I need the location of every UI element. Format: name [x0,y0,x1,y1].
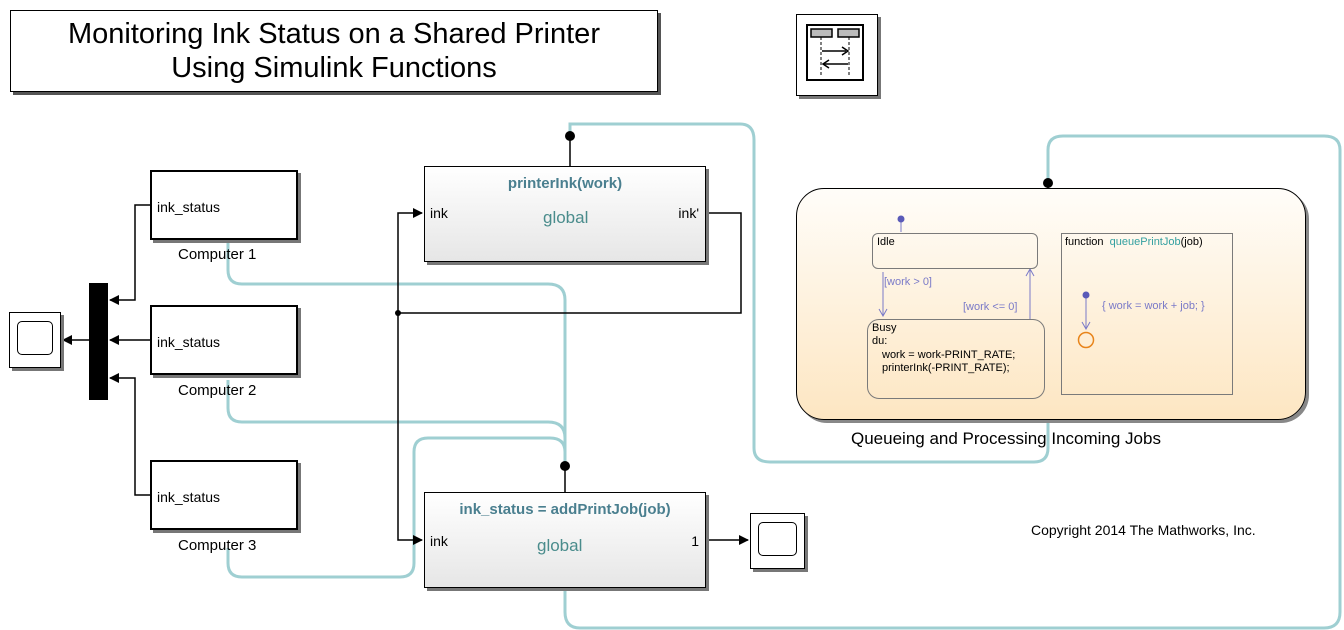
printer-ink-global-label: global [543,208,589,227]
scope-screen-icon [17,321,53,355]
chart-caption: Queueing and Processing Incoming Jobs [851,429,1161,448]
schedule-editor-icon[interactable] [796,14,878,96]
printer-ink-function-block[interactable]: printerInk(work) ink ink' global [424,166,706,262]
computer-2-caption: Computer 2 [178,382,257,399]
computer-3-caption: Computer 3 [178,537,257,554]
chart-transitions [878,215,1095,349]
function-call-lines [226,122,1342,630]
scope-screen-icon [758,522,797,556]
computer-2-subsystem[interactable]: ink_status [150,305,298,375]
ink-status-scope[interactable] [9,312,61,368]
busy-state-label: Busy [872,322,897,334]
function-name: queuePrintJob [1109,236,1181,248]
add-print-job-global-label: global [537,536,583,555]
function-signature: function queuePrintJob(job) [1065,236,1203,248]
mux-block [89,283,108,400]
add-print-job-output-port: 1 [691,533,699,549]
model-title: Monitoring Ink Status on a Shared Printe… [10,10,658,92]
queue-print-job-function[interactable]: function queuePrintJob(job) { work = wor… [1061,233,1233,395]
computer-3-port: ink_status [157,489,221,505]
busy-action-line-2: printerInk(-PRINT_RATE); [882,362,1010,374]
function-keyword: function [1065,236,1104,248]
add-print-job-function-block[interactable]: ink_status = addPrintJob(job) ink 1 glob… [424,492,706,588]
copyright-text: Copyright 2014 The Mathworks, Inc. [1031,522,1256,538]
busy-state[interactable]: Busy du: work = work-PRINT_RATE; printer… [867,319,1045,399]
title-line-1: Monitoring Ink Status on a Shared Printe… [68,18,600,50]
title-line-2: Using Simulink Functions [171,52,497,84]
busy-action-line-1: work = work-PRINT_RATE; [882,349,1016,361]
idle-state-label: Idle [877,236,895,248]
printer-ink-input-port: ink [430,205,448,221]
add-print-job-title: ink_status = addPrintJob(job) [459,501,671,518]
computer-2-port: ink_status [157,334,221,350]
transition-to-busy: [work > 0] [884,276,932,288]
idle-state[interactable]: Idle [872,233,1038,269]
function-body: { work = work + job; } [1102,300,1205,312]
printer-ink-output-port: ink' [678,205,699,221]
function-argument: (job) [1180,236,1203,248]
busy-during-label: du: [872,335,888,347]
computer-1-port: ink_status [157,199,221,215]
black-signal-lines [62,136,1049,545]
computer-1-caption: Computer 1 [178,246,257,263]
transition-to-idle: [work <= 0] [963,301,1018,313]
computer-3-subsystem[interactable]: ink_status [150,460,298,530]
add-print-job-input-port: ink [430,533,448,549]
computer-1-subsystem[interactable]: ink_status [150,170,298,240]
printer-output-scope[interactable] [750,513,805,569]
printer-ink-title: printerInk(work) [507,175,623,192]
branch-points [395,131,1053,471]
queueing-chart[interactable]: Idle [work > 0] [work <= 0] Busy du: wor… [796,188,1306,420]
